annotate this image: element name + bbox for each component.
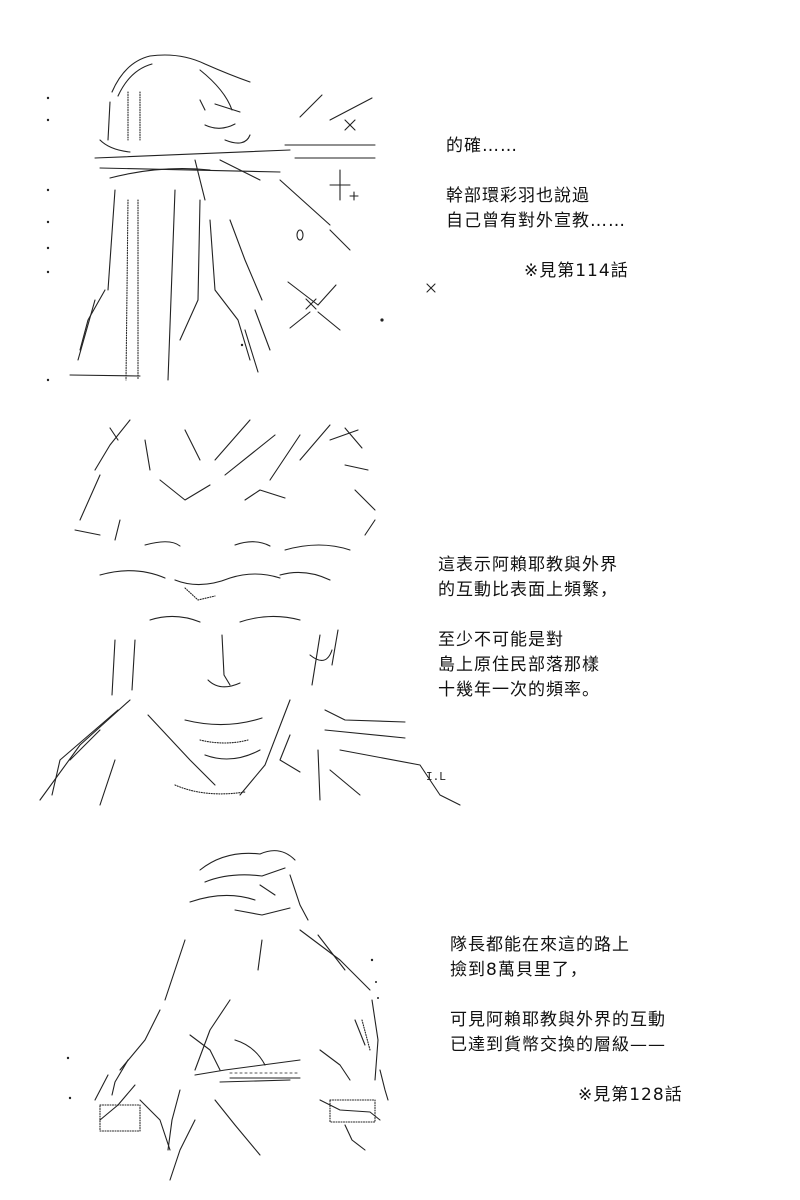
caption-line: 自己曾有對外宣教……: [446, 211, 626, 231]
caption-line: 可見阿賴耶教與外界的互動: [450, 1010, 666, 1030]
caption-line: 島上原住民部落那樣: [438, 655, 600, 675]
panel-3: 隊長都能在來這的路上 撿到8萬貝里了， 可見阿賴耶教與外界的互動 已達到貨幣交換…: [0, 820, 800, 1200]
caption-line: 撿到8萬貝里了，: [450, 960, 588, 980]
caption-line: 這表示阿賴耶教與外界: [438, 555, 618, 575]
caption-note: ※見第114話: [524, 261, 629, 281]
panel-3-caption: 隊長都能在來這的路上 撿到8萬貝里了， 可見阿賴耶教與外界的互動 已達到貨幣交換…: [450, 933, 683, 1108]
muscular-man-ascii-art: [66, 850, 389, 1181]
panel-1-caption: 的確…… 幹部環彩羽也說過 自己曾有對外宣教…… ※見第114話: [446, 134, 629, 284]
caption-line: 已達到貨幣交換的層級——: [450, 1035, 666, 1055]
caption-line: 幹部環彩羽也說過: [446, 186, 590, 206]
panel-1: 的確…… 幹部環彩羽也說過 自己曾有對外宣教…… ※見第114話: [0, 0, 800, 400]
svg-text:I.L: I.L: [426, 770, 446, 783]
caption-line: 隊長都能在來這的路上: [450, 935, 630, 955]
spiky-hair-man-ascii-art: I.L: [39, 419, 461, 806]
panel-2-caption: 這表示阿賴耶教與外界 的互動比表面上頻繁， 至少不可能是對 島上原住民部落那樣 …: [438, 553, 618, 703]
caption-line: 十幾年一次的頻率。: [438, 680, 600, 700]
caption-line: 的互動比表面上頻繁，: [438, 580, 618, 600]
caption-line: 的確……: [446, 136, 518, 156]
caption-note: ※見第128話: [578, 1085, 683, 1105]
caption-line: 至少不可能是對: [438, 630, 564, 650]
panel-2: I.L 這表示阿賴耶教與外界 的互動比表面上頻繁， 至少不可能是對 島上原住民部…: [0, 400, 800, 820]
hooded-figure-ascii-art: [46, 54, 436, 382]
